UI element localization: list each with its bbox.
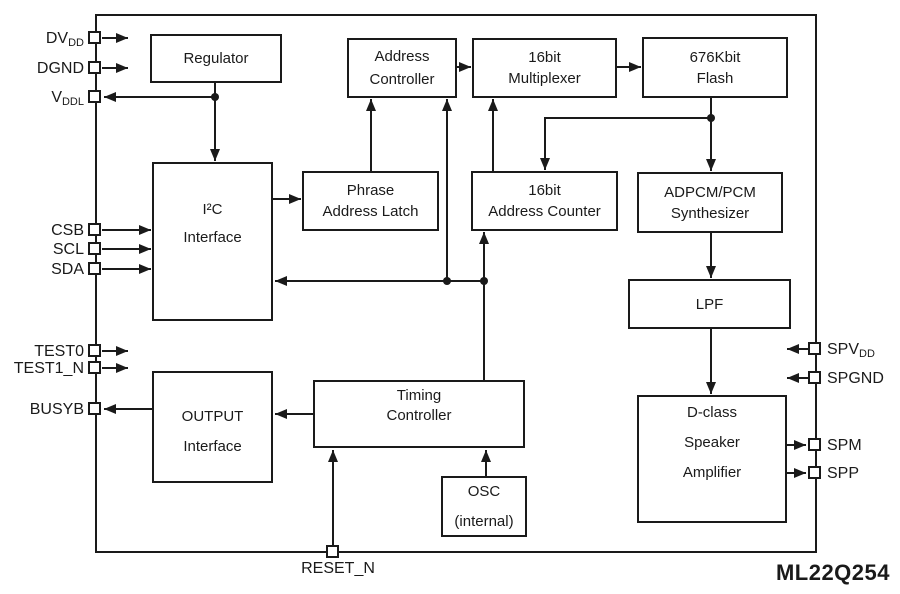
pin-vddl [88,90,101,103]
pin-label-text: DV [45,30,69,47]
pin-label-spp: SPP [827,464,859,483]
block-output-interface: OUTPUT Interface [152,371,273,483]
pin-scl [88,242,101,255]
block-label: OUTPUT [181,408,244,425]
pin-label-text: SPM [827,437,862,454]
junction-dot [480,277,488,285]
pin-label-dvdd: DVDD [0,29,84,49]
pin-label-text: TEST0 [34,343,84,360]
block-label: Regulator [183,50,249,67]
block-label: Multiplexer [508,70,581,87]
pin-label-dgnd: DGND [0,59,84,79]
pin-label-vddl: VDDL [0,88,84,108]
pin-label-text: CSB [51,222,84,239]
pin-sda [88,262,101,275]
pin-label-spm: SPM [827,436,862,455]
pin-label-text: SCL [52,241,84,258]
pin-label-text: TEST1_N [13,360,84,377]
pin-label-busyb: BUSYB [0,400,84,419]
part-number: ML22Q254 [775,560,890,585]
block-label: Amplifier [682,464,742,481]
pin-test1-n [88,361,101,374]
block-label: Speaker [684,434,740,451]
pin-label-text: SPV [827,341,860,358]
block-label: Controller [386,407,452,424]
block-osc-internal: OSC (internal) [441,476,527,537]
pin-spp [808,466,821,479]
block-label: 16bit [528,49,561,66]
pin-test0 [88,344,101,357]
block-label: OSC [467,482,501,500]
pin-label-test1-n: TEST1_N [0,359,84,378]
block-label: Address Counter [488,203,601,220]
pin-busyb [88,402,101,415]
pin-reset-n [326,545,339,558]
pin-label-subscript: DD [68,37,84,49]
block-label: I²C [202,200,223,218]
junction-dot [707,114,715,122]
block-label: 676Kbit [689,48,741,66]
block-label: Phrase [346,182,395,199]
block-label: LPF [695,295,724,313]
pin-label-reset-n: RESET_N [278,560,398,578]
pin-label-text: SPP [827,465,860,482]
chip-outline [95,14,817,553]
block-label: ADPCM/PCM [664,183,756,201]
pin-label-subscript: DD [859,348,875,360]
block-label: Flash [696,69,734,87]
block-label: D-class [686,404,737,421]
block-16bit-multiplexer: 16bit Multiplexer [472,38,617,98]
block-timing-controller: Timing Controller [313,380,525,448]
pin-label-test0: TEST0 [0,342,84,361]
pin-label-spvdd: SPVDD [827,340,875,360]
pin-spm [808,438,821,451]
block-label: 16bit [528,182,561,199]
block-i2c-interface: I²C Interface [152,162,273,321]
pin-label-text: V [51,89,62,106]
pin-spvdd [808,342,821,355]
block-label: Interface [183,438,242,455]
block-dclass-speaker-amplifier: D-class Speaker Amplifier [637,395,787,523]
pin-label-text: DGND [36,60,84,77]
block-label: Synthesizer [670,204,750,222]
pin-spgnd [808,371,821,384]
block-label: (internal) [454,512,514,530]
block-label: Address [374,48,430,65]
block-label: Address Latch [322,203,419,220]
block-address-controller: Address Controller [347,38,457,98]
block-phrase-address-latch: Phrase Address Latch [302,171,439,231]
junction-dot [211,93,219,101]
pin-label-text: BUSYB [29,401,84,418]
pin-label-csb: CSB [0,221,84,240]
block-label: Controller [369,71,435,88]
wire-flash-branch-to-counter [540,117,711,170]
block-16bit-address-counter: 16bit Address Counter [471,171,618,231]
pin-label-subscript: DDL [61,96,84,108]
block-regulator: Regulator [150,34,282,83]
pin-label-scl: SCL [0,240,84,259]
pin-label-text: RESET_N [301,560,375,577]
block-lpf: LPF [628,279,791,329]
block-label: Timing [396,387,442,404]
pin-label-sda: SDA [0,260,84,279]
pin-csb [88,223,101,236]
junction-dot [443,277,451,285]
pin-label-text: SDA [51,261,84,278]
pin-label-spgnd: SPGND [827,369,884,388]
block-label: Interface [183,228,242,246]
pin-dgnd [88,61,101,74]
block-676kbit-flash: 676Kbit Flash [642,37,788,98]
block-adpcm-pcm-synthesizer: ADPCM/PCM Synthesizer [637,172,783,233]
pin-label-text: SPGND [827,370,884,387]
pin-dvdd [88,31,101,44]
